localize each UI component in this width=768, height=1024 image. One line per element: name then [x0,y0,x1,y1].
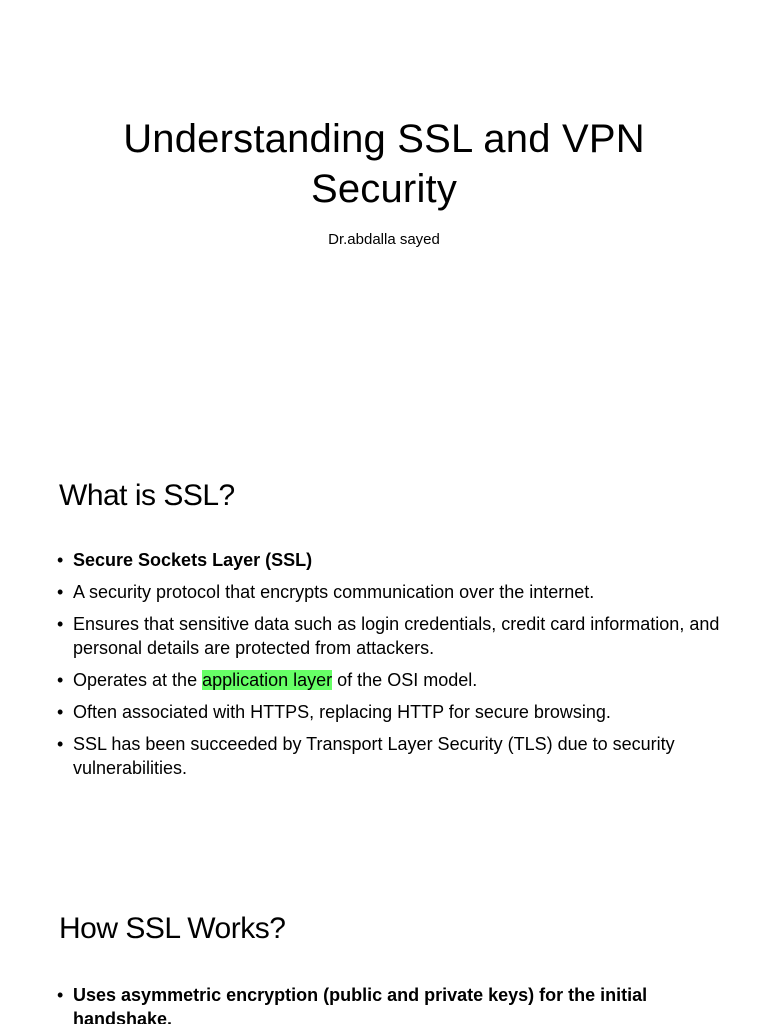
bullet-text: Often associated with HTTPS, replacing H… [73,702,611,722]
bullet-list: • Uses asymmetric encryption (public and… [57,983,722,1024]
presentation-subtitle: Dr.abdalla sayed [328,231,440,248]
title-slide: Understanding SSL and VPN Security Dr.ab… [0,0,768,432]
slide-heading: How SSL Works? [59,912,286,945]
bullet-text: Secure Sockets Layer (SSL) [73,550,313,570]
bullet-text: Uses asymmetric encryption (public and p… [73,985,648,1024]
list-item: • Often associated with HTTPS, replacing… [57,700,722,724]
how-ssl-works-slide: How SSL Works? • Uses asymmetric encrypt… [0,864,768,1024]
bullet-icon: • [57,670,64,690]
list-item: • SSL has been succeeded by Transport La… [57,732,722,780]
bullet-text-after: of the OSI model. [332,670,478,690]
title-line-2: Security [310,167,458,211]
bullet-icon: • [57,550,64,570]
bullet-list: • Secure Sockets Layer (SSL) • A securit… [57,548,722,788]
bullet-text: SSL has been succeeded by Transport Laye… [73,734,675,778]
bullet-icon: • [57,734,64,754]
title-line-1: Understanding SSL and VPN [123,117,645,161]
bullet-text: A security protocol that encrypts commun… [73,582,595,602]
bullet-icon: • [57,702,64,722]
list-item: • A security protocol that encrypts comm… [57,580,722,604]
list-item: • Ensures that sensitive data such as lo… [57,612,722,660]
list-item: • Secure Sockets Layer (SSL) [57,548,722,572]
bullet-text: Ensures that sensitive data such as logi… [73,614,720,658]
list-item: • Operates at the application layer of t… [57,668,722,692]
bullet-icon: • [57,614,64,634]
list-item: • Uses asymmetric encryption (public and… [57,983,722,1024]
what-is-ssl-slide: What is SSL? • Secure Sockets Layer (SSL… [0,432,768,864]
bullet-icon: • [57,582,64,602]
presentation-title: Understanding SSL and VPN Security [40,114,728,214]
bullet-icon: • [57,985,64,1005]
highlighted-term: application layer [202,670,333,690]
slide-heading: What is SSL? [59,479,235,512]
bullet-text-before: Operates at the [73,670,203,690]
